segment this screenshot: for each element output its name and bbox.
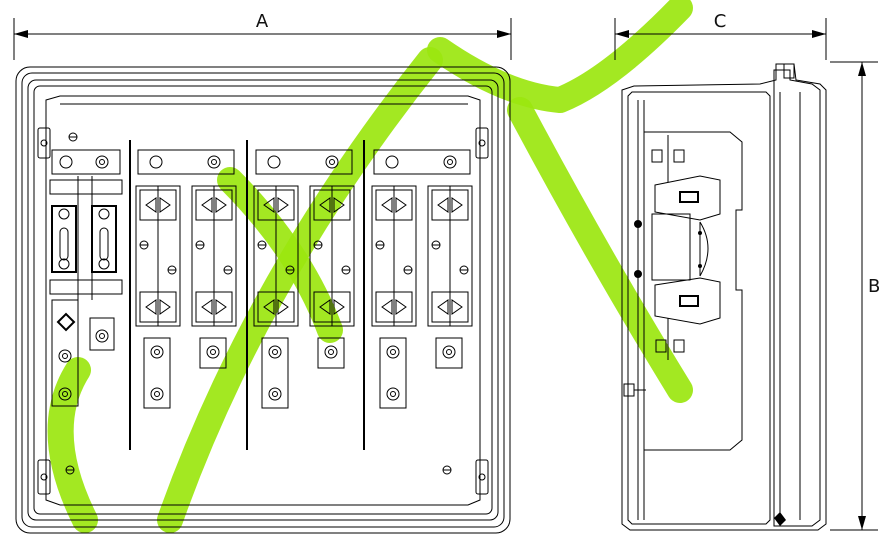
phase-barriers xyxy=(129,140,365,450)
side-view-enclosure xyxy=(621,63,827,531)
watermark xyxy=(47,0,693,533)
dimension-a: A xyxy=(13,11,512,60)
fuse-group-2 xyxy=(253,149,355,409)
dimension-b: B xyxy=(830,61,879,531)
fuse-group-1 xyxy=(135,149,237,409)
front-view-enclosure xyxy=(15,66,511,534)
neutral-link-block xyxy=(49,132,123,407)
dimension-a-label: A xyxy=(256,11,269,32)
dimension-c: C xyxy=(614,11,827,60)
dimension-b-label: B xyxy=(868,276,879,297)
dimension-c-label: C xyxy=(714,11,727,32)
fuse-group-3 xyxy=(371,149,473,409)
